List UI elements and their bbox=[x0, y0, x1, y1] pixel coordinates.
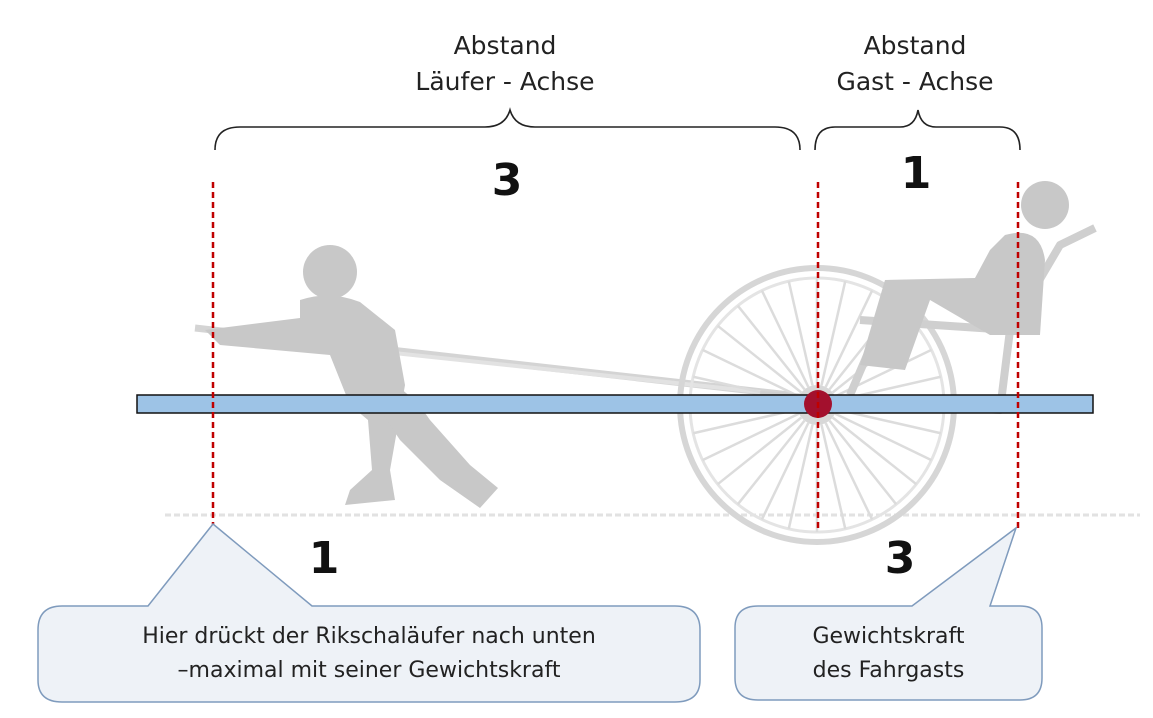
wheel-spoke bbox=[831, 416, 918, 486]
right-bracket-title: Abstand Gast - Achse bbox=[800, 28, 1030, 100]
left-callout-line2: –maximal mit seiner Gewichtskraft bbox=[177, 658, 561, 683]
lever-bar bbox=[136, 394, 1094, 414]
wheel-spoke bbox=[736, 304, 806, 391]
runner-silhouette bbox=[205, 245, 498, 508]
left-callout-text: Hier drückt der Rikschaläufer nach unten… bbox=[40, 620, 698, 688]
wheel-spoke bbox=[760, 290, 810, 388]
lower-left-ratio: 1 bbox=[308, 533, 340, 584]
wheel-spoke bbox=[828, 419, 898, 506]
right-callout-bubble bbox=[734, 525, 1043, 701]
passenger-silhouette bbox=[860, 181, 1069, 370]
wheel-spoke bbox=[736, 419, 806, 506]
wheel-spoke bbox=[820, 280, 847, 386]
wheel-spoke bbox=[787, 280, 814, 386]
wheel-spoke bbox=[834, 412, 932, 462]
upper-left-ratio: 3 bbox=[491, 155, 523, 206]
right-callout-text: Gewichtskraft des Fahrgasts bbox=[737, 620, 1040, 688]
wheel-spoke bbox=[824, 290, 874, 388]
wheel-spoke bbox=[787, 424, 814, 530]
wheel-spoke bbox=[824, 422, 874, 520]
wheel-spoke bbox=[716, 416, 803, 486]
wheel-spoke bbox=[820, 424, 847, 530]
left-bracket-title-line2: Läufer - Achse bbox=[415, 67, 595, 96]
rickshaw-seat bbox=[759, 224, 1097, 414]
left-callout-line1: Hier drückt der Rikschaläufer nach unten bbox=[142, 624, 596, 649]
wheel-spoke bbox=[702, 348, 800, 398]
left-callout-bubble bbox=[37, 522, 701, 703]
right-callout-line1: Gewichtskraft bbox=[812, 624, 965, 649]
right-callout-line2: des Fahrgasts bbox=[812, 658, 965, 683]
right-bracket-title-line1: Abstand bbox=[863, 31, 967, 60]
upper-right-ratio: 1 bbox=[900, 148, 932, 199]
left-bracket-title: Abstand Läufer - Achse bbox=[360, 28, 650, 100]
left-bracket-title-line1: Abstand bbox=[453, 31, 557, 60]
wheel-spoke bbox=[702, 412, 800, 462]
wheel-spoke bbox=[716, 324, 803, 394]
right-brace bbox=[814, 109, 1021, 151]
left-brace bbox=[214, 107, 801, 151]
right-bracket-title-line2: Gast - Achse bbox=[836, 67, 994, 96]
wheel-spoke bbox=[760, 422, 810, 520]
lower-right-ratio: 3 bbox=[884, 533, 916, 584]
